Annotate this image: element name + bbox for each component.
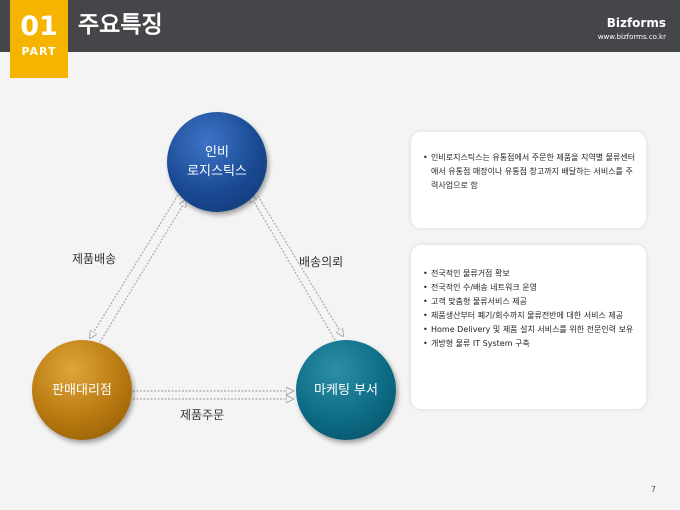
- node-left-label: 판매대리점: [52, 382, 112, 398]
- info-box-overview: 인비로지스틱스는 유통점에서 주문한 제품을 지역별 물류센터에서 유통점 매장…: [411, 132, 646, 228]
- info-item: 전국적인 수/배송 네트워크 운영: [423, 281, 638, 295]
- edge-label-request: 배송의뢰: [299, 255, 344, 269]
- node-top-line1: 인비: [205, 145, 229, 160]
- node-top-line2: 로지스틱스: [187, 164, 247, 179]
- page-title: 주요특징: [78, 12, 163, 38]
- part-number: 01: [20, 11, 58, 42]
- info-item: 제품생산부터 폐기/회수까지 물류전반에 대한 서비스 제공: [423, 309, 638, 323]
- part-label: PART: [21, 45, 57, 58]
- brand-url: www.bizforms.co.kr: [597, 33, 666, 41]
- page-number: 7: [650, 485, 656, 494]
- node-sales-agency: 판매대리점: [32, 340, 132, 440]
- arrow-top-to-right: [257, 195, 343, 336]
- node-right-label: 마케팅 부서: [314, 382, 378, 398]
- edge-label-delivery: 제품배송: [72, 252, 117, 266]
- info-item: 전국적인 물류거점 확보: [423, 267, 638, 281]
- info-box-features: 전국적인 물류거점 확보 전국적인 수/배송 네트워크 운영 고객 맞춤형 물류…: [411, 245, 646, 409]
- info-item: Home Delivery 및 제품 설치 서비스를 위한 전문인력 보유: [423, 323, 638, 337]
- node-invi-logistics: 인비 로지스틱스: [167, 112, 267, 212]
- info-item: 고객 맞춤형 물류서비스 제공: [423, 295, 638, 309]
- node-marketing-dept: 마케팅 부서: [296, 340, 396, 440]
- brand-logo-text: Bizforms: [606, 16, 666, 30]
- info-item: 인비로지스틱스는 유통점에서 주문한 제품을 지역별 물류센터에서 유통점 매장…: [423, 151, 638, 193]
- edge-label-order: 제품주문: [180, 408, 225, 422]
- header-bar: 01 PART 주요특징 Bizforms www.bizforms.co.kr: [0, 0, 680, 78]
- info-item: 개방형 물류 IT System 구축: [423, 337, 638, 351]
- arrow-left-to-top: [99, 200, 186, 343]
- part-badge: 01 PART: [10, 0, 68, 78]
- arrow-right-to-top: [250, 195, 336, 341]
